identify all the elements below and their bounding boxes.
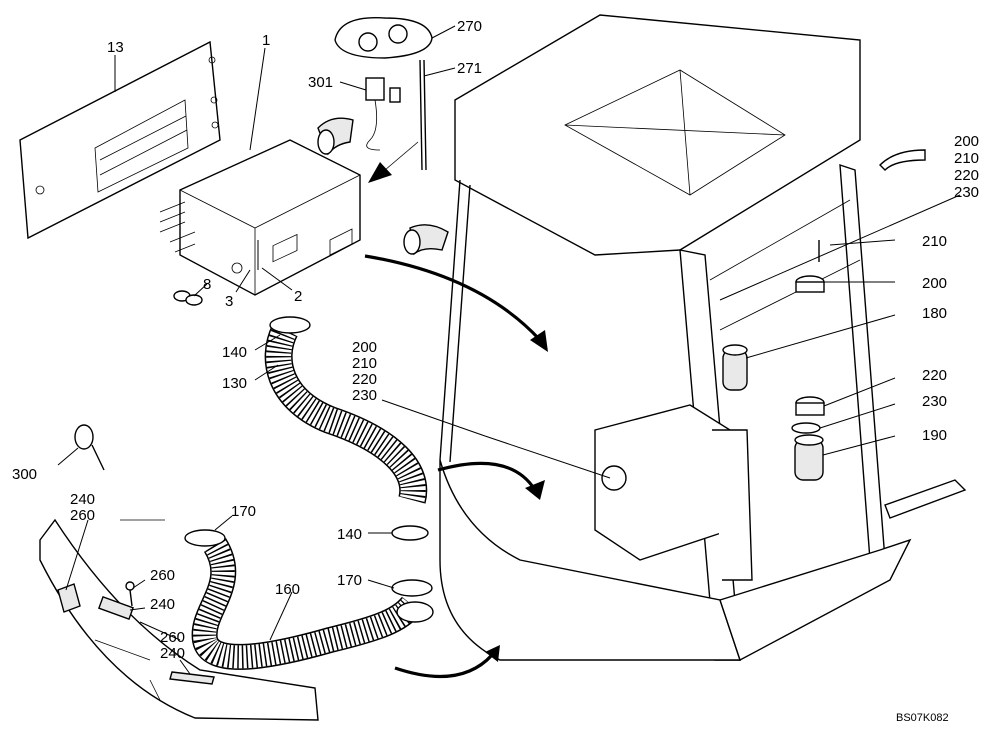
hose-130 bbox=[264, 323, 428, 504]
drawing-reference: BS07K082 bbox=[896, 712, 949, 724]
callout-260-top: 260 bbox=[70, 507, 95, 524]
callout-1: 1 bbox=[262, 32, 270, 49]
clamp-170-left bbox=[184, 529, 226, 547]
clamp-170-right bbox=[391, 579, 434, 623]
cab-structure bbox=[439, 14, 967, 662]
callout-labels: 13 1 270 271 301 8 3 2 140 130 200 210 2… bbox=[12, 18, 979, 724]
leader-lines bbox=[57, 25, 961, 675]
clamp-230 bbox=[791, 422, 821, 434]
duct-190 bbox=[794, 434, 824, 481]
callout-190: 190 bbox=[922, 427, 947, 444]
callout-2: 2 bbox=[294, 288, 302, 305]
duct-elbow-top bbox=[317, 117, 354, 156]
clamp-140-bottom bbox=[391, 525, 429, 541]
callout-210-mid: 210 bbox=[352, 355, 377, 372]
ring-220 bbox=[795, 396, 825, 416]
fitting-200-210 bbox=[795, 240, 825, 293]
hose-160 bbox=[191, 538, 423, 670]
callout-230: 230 bbox=[922, 393, 947, 410]
screw-260 bbox=[125, 581, 135, 607]
callout-180: 180 bbox=[922, 305, 947, 322]
callout-170-left: 170 bbox=[231, 503, 256, 520]
callout-210-right: 210 bbox=[954, 150, 979, 167]
callout-170-right: 170 bbox=[337, 572, 362, 589]
callout-240-top: 240 bbox=[70, 491, 95, 508]
clip-300 bbox=[74, 424, 105, 471]
callout-300: 300 bbox=[12, 466, 37, 483]
dashboard-panel bbox=[39, 518, 319, 721]
callout-270: 270 bbox=[457, 18, 482, 35]
duct-180 bbox=[722, 344, 748, 391]
callout-230-mid: 230 bbox=[352, 387, 377, 404]
callout-130: 130 bbox=[222, 375, 247, 392]
rod-271 bbox=[419, 59, 427, 171]
callout-240-bottom: 240 bbox=[160, 645, 185, 662]
callout-271: 271 bbox=[457, 60, 482, 77]
roof-vent-270 bbox=[334, 16, 433, 59]
callout-220-right: 220 bbox=[954, 167, 979, 184]
callout-210: 210 bbox=[922, 233, 947, 250]
callout-140-upper: 140 bbox=[222, 344, 247, 361]
callout-13: 13 bbox=[107, 39, 124, 56]
cover-panel-13 bbox=[19, 40, 221, 240]
grommets-8 bbox=[173, 290, 203, 306]
callout-260-bottom: 260 bbox=[160, 629, 185, 646]
callout-200-right: 200 bbox=[954, 133, 979, 150]
callout-230-right: 230 bbox=[954, 184, 979, 201]
callout-140-lower: 140 bbox=[337, 526, 362, 543]
clamp-140-top bbox=[269, 316, 311, 334]
callout-240-mid: 240 bbox=[150, 596, 175, 613]
callout-8: 8 bbox=[203, 276, 211, 293]
callout-160: 160 bbox=[275, 581, 300, 598]
callout-220: 220 bbox=[922, 367, 947, 384]
callout-200-mid: 200 bbox=[352, 339, 377, 356]
callout-301: 301 bbox=[308, 74, 333, 91]
callout-200: 200 bbox=[922, 275, 947, 292]
callout-260-mid: 260 bbox=[150, 567, 175, 584]
flow-arrows bbox=[364, 141, 548, 679]
heater-unit-1 bbox=[159, 139, 361, 296]
callout-3: 3 bbox=[225, 293, 233, 310]
callout-220-mid: 220 bbox=[352, 371, 377, 388]
duct-elbow-side bbox=[403, 224, 449, 256]
harness-connector-301 bbox=[365, 77, 401, 151]
